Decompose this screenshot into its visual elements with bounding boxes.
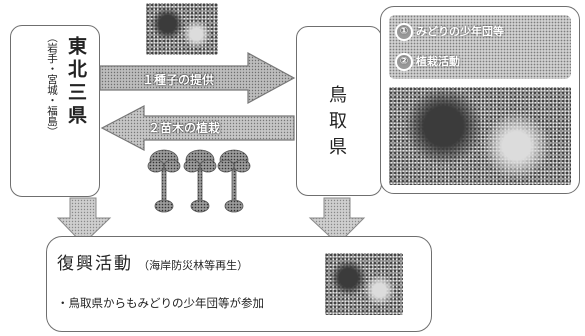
seedling-trees-illustration: [147, 149, 251, 213]
seedling-planting-arrow: [100, 105, 295, 151]
marker-2-icon: ②: [395, 53, 413, 71]
reconstruction-title: 復興活動: [57, 254, 133, 274]
down-arrow-left: [56, 197, 112, 245]
tohoku-box: 東北三県 （岩手・宮城・福島）: [10, 25, 100, 197]
reconstruction-note: （海岸防災林等再生）: [138, 259, 249, 272]
tottori-box: 鳥取県: [296, 26, 382, 196]
seed-photo: [146, 3, 218, 55]
seedling-planting-label: ２苗木の植栽: [148, 121, 221, 135]
tottori-title: 鳥取県: [326, 85, 347, 163]
down-arrow-right: [308, 197, 366, 245]
reconstruction-bullet: ・鳥取県からもみどりの少年団等が参加: [57, 296, 264, 310]
reconstruction-photo: [325, 253, 403, 315]
reconstruction-heading: 復興活動 （海岸防災林等再生）: [57, 249, 248, 274]
seed-provision-arrow: [99, 51, 296, 105]
tohoku-title: 東北三県: [65, 36, 87, 128]
tohoku-subtitle: （岩手・宮城・福島）: [46, 32, 58, 137]
marker-1-icon: ①: [395, 23, 413, 41]
reconstruction-box: 復興活動 （海岸防災林等再生） ・鳥取県からもみどりの少年団等が参加: [46, 236, 432, 332]
seed-provision-label: １種子の提供: [142, 73, 215, 87]
planting-activity-photo: [389, 87, 571, 185]
